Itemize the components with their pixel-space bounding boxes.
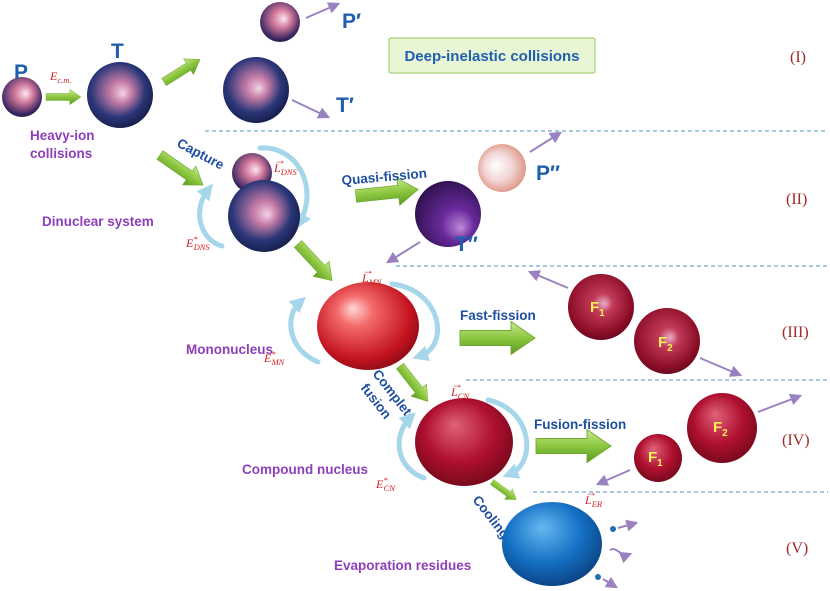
row-label-3: (III) [782, 324, 809, 341]
process-quasi-fission: Quasi-fission [341, 166, 427, 188]
projectile-nucleus [2, 77, 42, 117]
process-fusion-fission: Fusion-fission [534, 417, 626, 432]
e-dns-symbol: E*DNS [185, 234, 210, 252]
stage-heavy-ion-2: collisions [30, 146, 92, 161]
evaporation-residue [502, 502, 602, 586]
arrow-t-double-prime [385, 241, 421, 264]
emitted-particle-1 [610, 526, 616, 532]
emitted-particle-1-arrow [617, 519, 639, 532]
l-mn-arrow: → [362, 263, 374, 277]
row-label-5: (V) [786, 540, 808, 557]
emitted-particle-2-arrow [602, 576, 619, 589]
banner-box [388, 37, 596, 74]
target-nucleus [87, 62, 153, 128]
stage-evaporation: Evaporation residues [334, 558, 471, 573]
fusion-fission-fragment-1-label: F1 [648, 449, 663, 469]
projectile-label: P [14, 61, 28, 84]
ecm-label: Ec.m. [49, 69, 72, 85]
l-dns-symbol: LDNS [273, 161, 297, 177]
fast-fission-fragment-2 [634, 308, 700, 374]
cooling-arrow [487, 476, 521, 506]
mn-rotation-arrow-left [288, 296, 321, 365]
dns-rotation-arrow-right [257, 145, 311, 229]
fast-fission-fragment-1 [568, 274, 634, 340]
arrow-ff-f1 [595, 469, 631, 486]
projectile-out-2 [478, 144, 526, 192]
target-out-2-label: T′′ [455, 233, 478, 256]
arrow-p-prime [305, 2, 341, 19]
e-mn-symbol: E*MN [263, 349, 286, 367]
mononucleus [317, 282, 419, 370]
process-fast-fission: Fast-fission [460, 308, 536, 323]
l-er-arrow: → [585, 485, 597, 499]
l-cn-symbol: LCN [450, 385, 470, 401]
fusion-fission-fragment-2 [687, 393, 757, 463]
arrow-fast-f2 [699, 357, 743, 377]
l-cn-arrow: → [451, 377, 463, 391]
compound-nucleus [415, 398, 513, 486]
projectile-out-1 [260, 2, 300, 42]
dns-rotation-arrow-left [196, 183, 225, 249]
target-label: T [111, 40, 124, 63]
stage-mononucleus: Mononucleus [186, 342, 273, 357]
row-label-4: (IV) [782, 432, 810, 449]
row-label-1: (I) [790, 49, 806, 66]
l-er-symbol: LER [584, 493, 603, 509]
row-label-2: (II) [786, 191, 807, 208]
stage-compound: Compound nucleus [242, 462, 368, 477]
dns-to-mn-arrow [289, 236, 341, 289]
fast-fission-arrow [459, 321, 536, 355]
target-out-2 [415, 181, 481, 247]
arrow-to-dic [158, 51, 206, 91]
fast-fission-fragment-1-label: F1 [590, 299, 605, 319]
arrow-ff-f2 [757, 393, 803, 413]
stage-dinuclear: Dinuclear system [42, 214, 154, 229]
emitted-gamma-arrow [609, 548, 633, 564]
fusion-fission-fragment-1 [634, 434, 682, 482]
cn-rotation-arrow-left [396, 412, 427, 481]
e-cn-symbol: E*CN [375, 475, 396, 493]
fusion-fission-fragment-2-label: F2 [713, 419, 728, 439]
banner-title: Deep-inelastic collisions [404, 48, 579, 65]
collision-arrow [45, 89, 82, 105]
cn-rotation-arrow-right [485, 397, 530, 479]
target-out-1-label: T′ [336, 94, 354, 117]
arrow-p-double-prime [529, 131, 563, 153]
projectile-out-2-label: P′′ [536, 162, 560, 185]
arrow-t-prime [291, 99, 331, 119]
l-dns-label: → [274, 153, 286, 167]
fusion-fission-arrow [535, 429, 612, 463]
target-out-1 [223, 57, 289, 123]
fast-fission-fragment-2-label: F2 [658, 334, 673, 354]
mn-rotation-arrow-right [389, 281, 440, 362]
arrow-fast-f1 [527, 270, 569, 289]
stage-heavy-ion-1: Heavy-ion [30, 128, 95, 143]
emitted-particle-2 [595, 574, 601, 580]
dns-large-nucleus [228, 180, 300, 252]
projectile-out-1-label: P′ [342, 10, 361, 33]
l-mn-symbol: LMN [361, 271, 383, 287]
